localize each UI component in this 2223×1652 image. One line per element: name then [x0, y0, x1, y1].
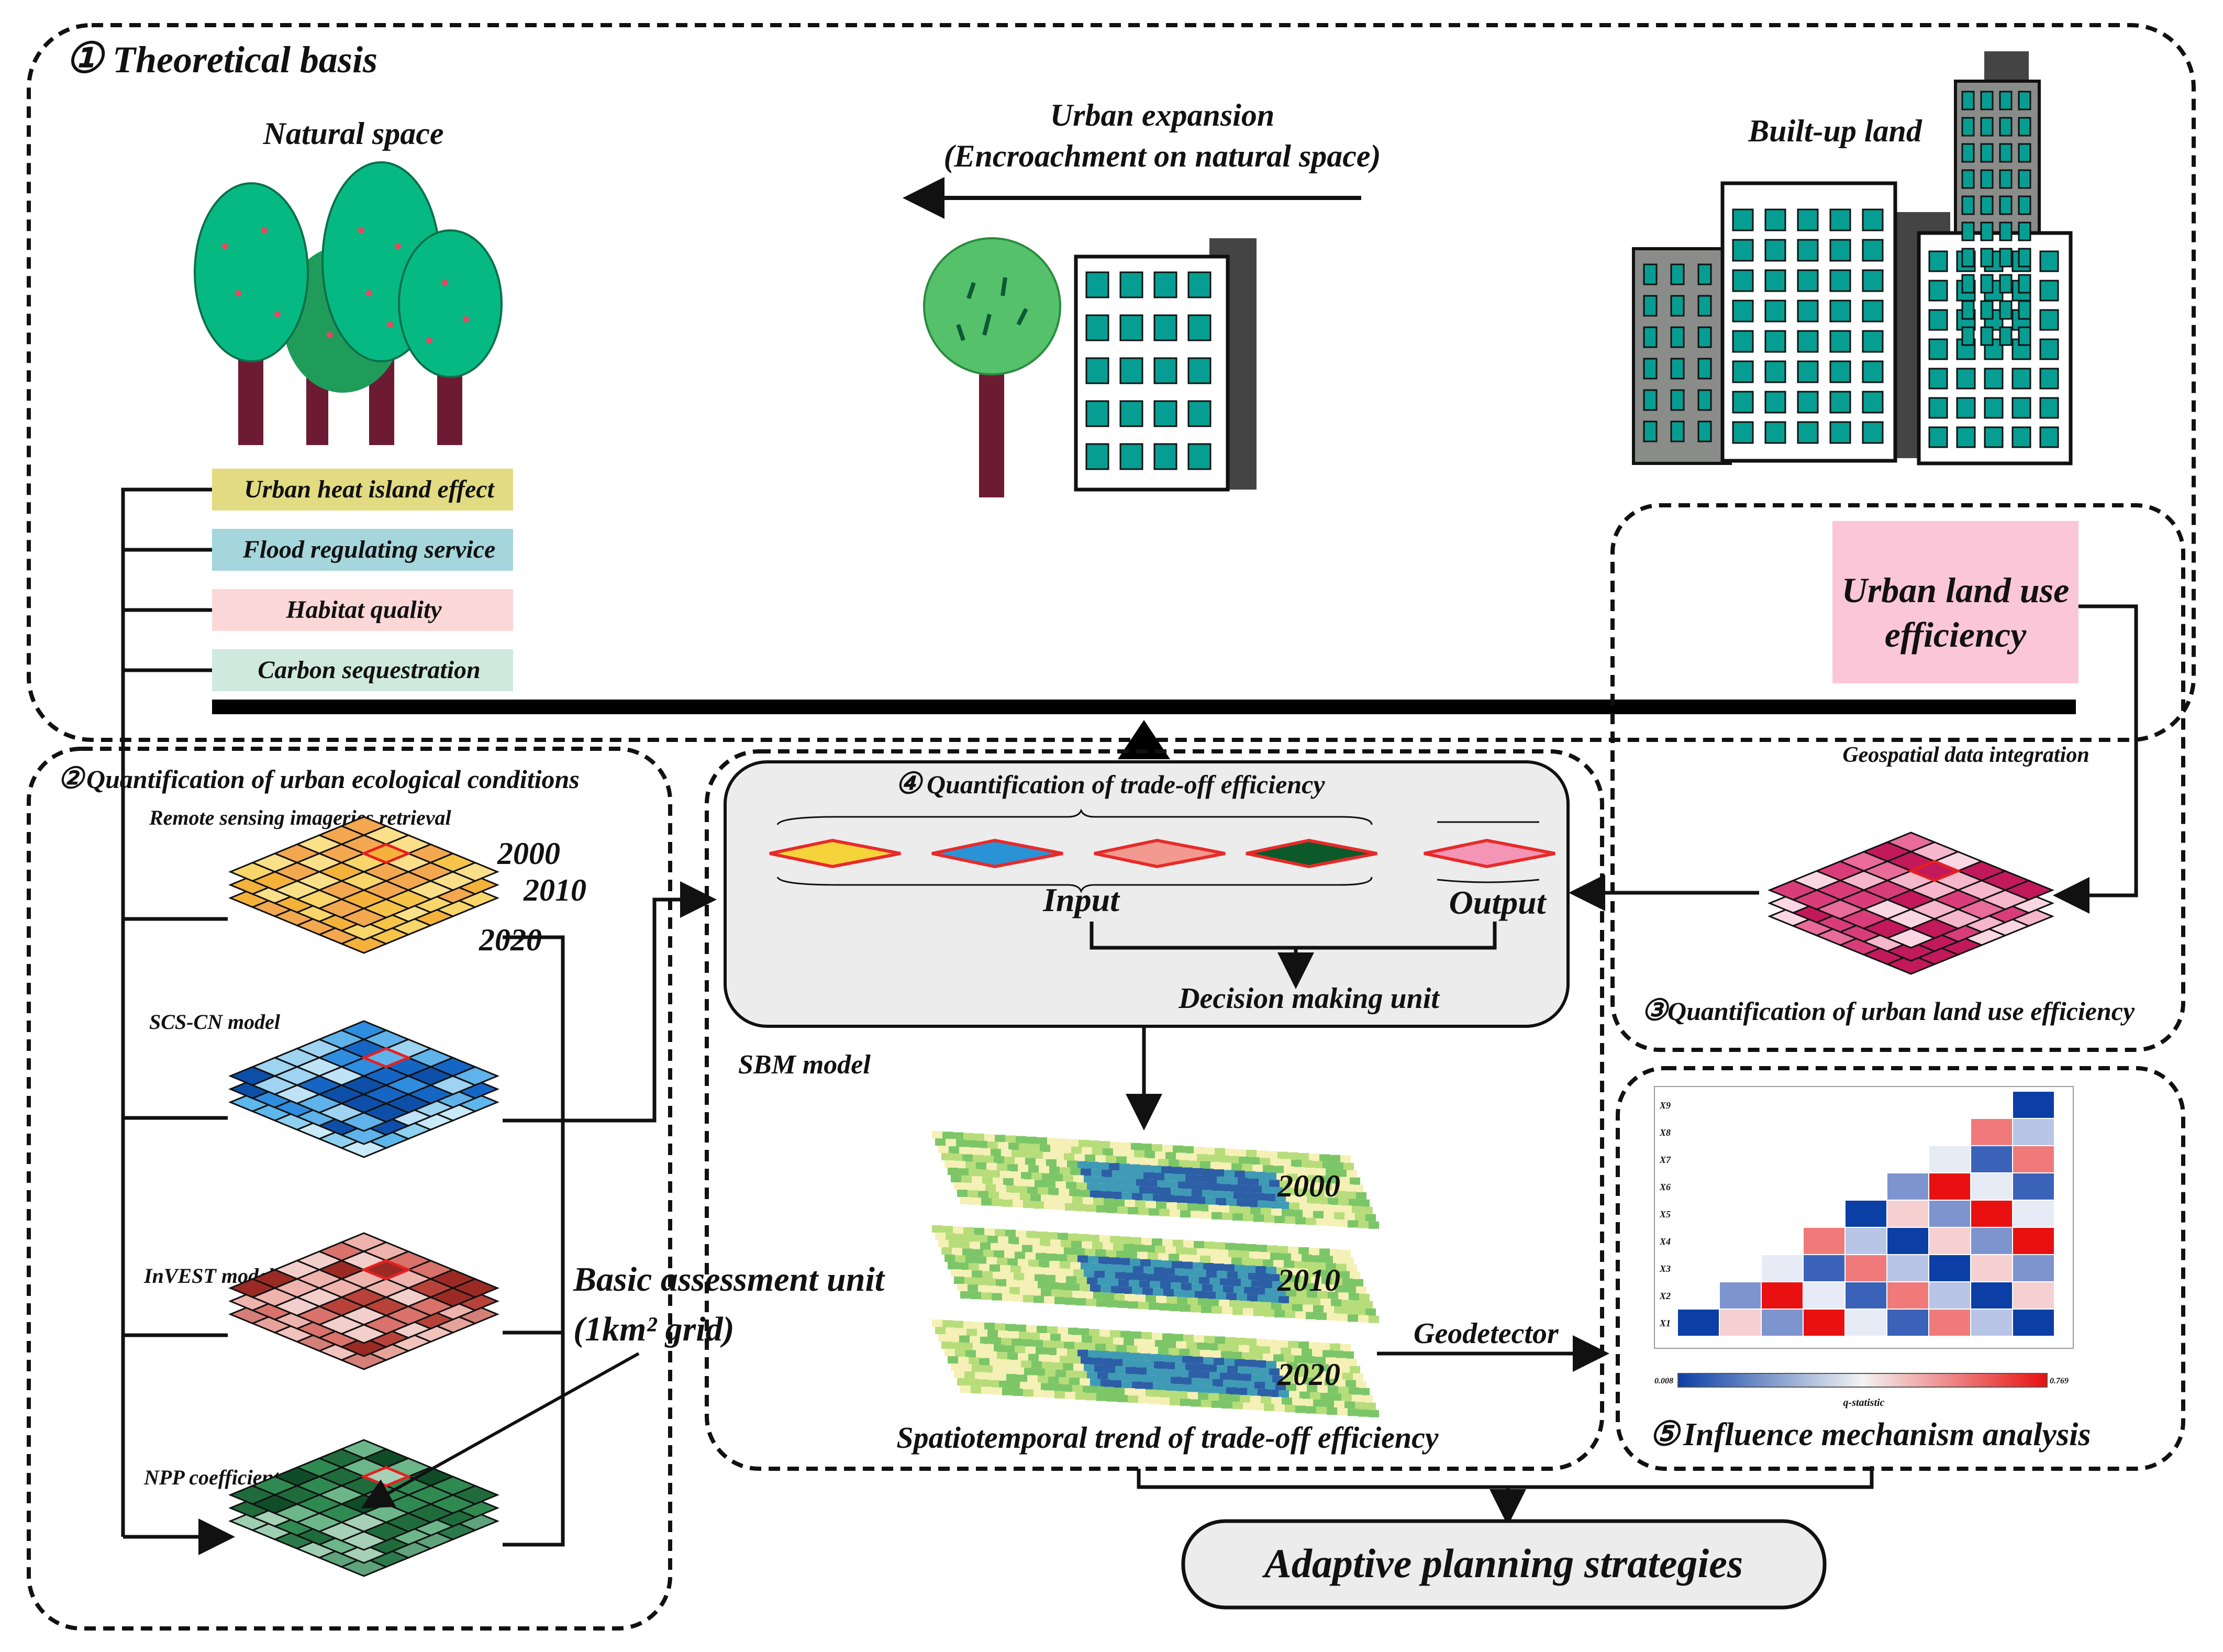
trend-year-2020: 2020 — [1277, 1357, 1340, 1392]
sbm-section-frame — [705, 749, 1604, 1471]
eco-section-frame — [27, 747, 672, 1631]
urban-expansion-label: Urban expansion — [1050, 98, 1274, 132]
expansion-tree-icon — [923, 237, 1061, 497]
influence-section-title: Influence mechanism analysis — [1683, 1417, 2091, 1453]
efficiency-connector — [2053, 604, 2138, 914]
legend-min: 0.008 — [1654, 1377, 1673, 1385]
expansion-building-icon — [1074, 238, 1257, 492]
sbm-box — [724, 760, 1570, 1028]
natural-trees-icon — [194, 161, 503, 445]
input-diamond-heat — [769, 838, 901, 869]
service-box-flood — [212, 529, 513, 571]
eco-arrows — [123, 917, 228, 1537]
svg-text:X8: X8 — [1659, 1127, 1671, 1138]
input-brace-bottom — [776, 877, 1373, 893]
svg-text:X2: X2 — [1659, 1291, 1671, 1301]
input-label: Input — [1042, 881, 1120, 918]
output-diamond — [1424, 838, 1555, 869]
svg-text:X5: X5 — [1659, 1209, 1671, 1219]
output-label: Output — [1449, 884, 1547, 921]
input-diamond-habitat — [1094, 838, 1226, 869]
eco-grid-stacks — [228, 816, 499, 1577]
land-section-number: ③ — [1641, 994, 1670, 1027]
service-box-habitat — [212, 589, 513, 631]
natural-space-label: Natural space — [263, 116, 444, 151]
strategy-box — [1181, 1519, 1827, 1610]
eco-to-sbm-arrow — [531, 881, 717, 1123]
service-box-heat — [212, 469, 513, 511]
built-up-buildings-icon — [1632, 51, 2073, 465]
basic-unit-pointer — [361, 1352, 640, 1509]
land-section-frame — [1610, 503, 2185, 1052]
sbm-section-number: ④ — [895, 768, 924, 800]
service-label-habitat: Habitat quality — [285, 596, 442, 624]
built-up-label: Built-up land — [1748, 114, 1922, 148]
sbm-section-title: Quantification of trade-off efficiency — [927, 770, 1325, 799]
influence-section-frame — [1616, 1066, 2185, 1471]
encroachment-label: (Encroachment on natural space) — [943, 139, 1381, 173]
final-connector — [1137, 1466, 1874, 1518]
eco-merge-connector — [503, 935, 565, 1547]
sbm-model-label: SBM model — [738, 1050, 871, 1080]
trend-year-2000: 2000 — [1277, 1169, 1340, 1203]
theory-section-frame — [27, 23, 2196, 742]
dmu-label: Decision making unit — [1178, 982, 1440, 1015]
theory-section-title: Theoretical basis — [113, 39, 377, 81]
dmu-connector — [1090, 922, 1497, 982]
year-2010-label: 2010 — [523, 873, 586, 907]
eco-section-title: Quantification of urban ecological condi… — [86, 764, 580, 794]
remote-sensing-label: Remote sensing imageries retrieval — [149, 806, 452, 829]
trend-label: Spatiotemporal trend of trade-off effici… — [896, 1421, 1439, 1455]
geodetector-label: Geodetector — [1414, 1317, 1559, 1350]
trend-map-stack — [932, 1131, 1379, 1417]
output-brace-bottom — [1437, 879, 1540, 883]
service-label-flood: Flood regulating service — [242, 536, 496, 563]
influence-section-number: ⑤ — [1649, 1415, 1682, 1453]
grid-unit-label: (1km² grid) — [573, 1310, 735, 1348]
service-label-carbon: Carbon sequestration — [258, 656, 480, 684]
input-diamond-carbon — [1246, 838, 1377, 869]
strategy-label: Adaptive planning strategies — [1262, 1540, 1743, 1586]
basic-unit-label: Basic assessment unit — [573, 1260, 885, 1299]
scs-cn-label: SCS-CN model — [149, 1010, 281, 1034]
eco-section-number: ② — [58, 762, 86, 795]
svg-text:X6: X6 — [1659, 1182, 1671, 1192]
efficiency-label-line2: efficiency — [1885, 615, 2027, 655]
svg-text:X7: X7 — [1659, 1155, 1671, 1165]
legend-max: 0.769 — [2050, 1377, 2069, 1385]
input-brace-top — [776, 808, 1373, 825]
svg-text:X3: X3 — [1659, 1263, 1671, 1274]
efficiency-label-line1: Urban land use — [1842, 570, 2070, 610]
efficiency-box — [1832, 521, 2078, 683]
year-2000-label: 2000 — [497, 836, 560, 871]
service-connector — [121, 487, 212, 1537]
year-2020-label: 2020 — [479, 923, 542, 957]
trend-year-2010: 2010 — [1277, 1263, 1340, 1298]
service-label-heat: Urban heat island effect — [244, 475, 495, 503]
heatmap-legend-bar — [1677, 1373, 2048, 1388]
svg-text:X1: X1 — [1659, 1318, 1671, 1328]
svg-text:X4: X4 — [1659, 1236, 1671, 1247]
service-box-carbon — [212, 649, 513, 691]
efficiency-grid-stack — [1768, 831, 2054, 975]
legend-label: q-statistic — [1843, 1397, 1885, 1409]
geo-integration-label: Geospatial data integration — [1842, 743, 2089, 767]
input-diamond-flood — [931, 838, 1063, 869]
land-section-title: Quantification of urban land use efficie… — [1668, 996, 2135, 1026]
theory-section-number: ① — [65, 36, 106, 82]
svg-text:X9: X9 — [1659, 1100, 1671, 1111]
